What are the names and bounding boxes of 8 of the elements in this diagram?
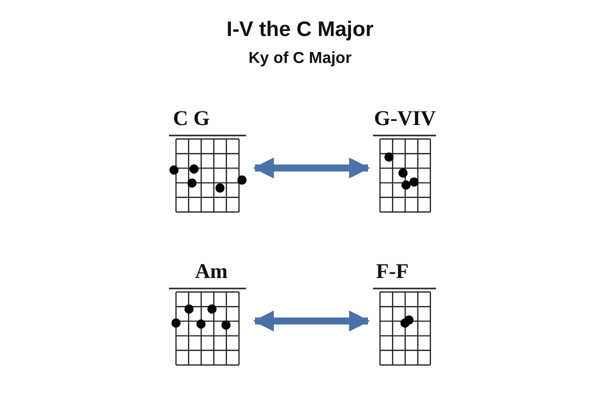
subtitle: Ky of C Major <box>247 50 353 68</box>
title: I-V the C Major <box>225 18 374 42</box>
chord-name: G-VIV <box>374 106 436 130</box>
chord-name: Am <box>195 259 228 283</box>
double-arrow <box>252 310 370 332</box>
double-arrow <box>252 158 370 178</box>
chord-name: F-F <box>376 259 409 283</box>
chord-name: C G <box>173 106 210 130</box>
